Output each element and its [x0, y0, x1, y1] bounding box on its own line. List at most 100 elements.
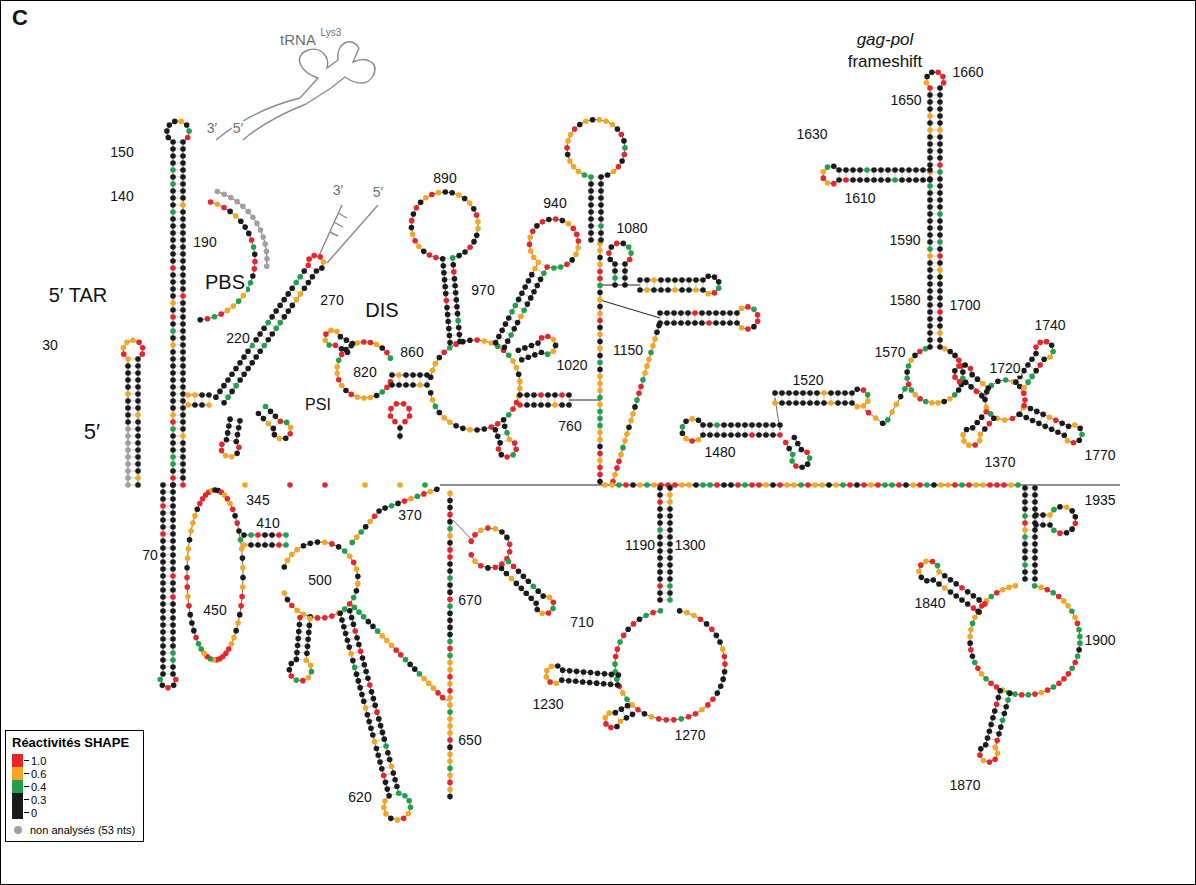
nucleotide-dot — [170, 307, 176, 313]
nucleotide-dot — [170, 265, 176, 271]
nucleotide-dot — [170, 461, 176, 467]
nucleotide-dot — [125, 468, 131, 474]
nucleotide-dot — [170, 398, 176, 404]
nucleotide-dot — [180, 279, 186, 285]
nucleotide-dot — [135, 363, 141, 369]
nucleotide-dot — [170, 475, 176, 481]
nucleotide-dot — [170, 433, 176, 439]
nucleotide-dot — [170, 244, 176, 250]
nucleotide-dot — [180, 237, 186, 243]
nucleotide-dot — [180, 412, 186, 418]
nucleotide-dot — [180, 244, 186, 250]
nucleotide-dot — [180, 335, 186, 341]
nucleotide-dot — [170, 223, 176, 229]
backbone-line — [963, 380, 985, 395]
nucleotide-dot — [135, 419, 141, 425]
backbone-line — [885, 385, 907, 425]
nucleotide-dot — [180, 265, 186, 271]
nucleotide-dot — [125, 447, 131, 453]
nucleotide-dot — [125, 377, 131, 383]
nucleotide-dot — [135, 433, 141, 439]
nucleotide-dot — [170, 384, 176, 390]
nucleotide-dot — [170, 356, 176, 362]
nucleotide-dot — [135, 384, 141, 390]
nucleotide-dot — [180, 384, 186, 390]
nucleotide-dot — [170, 272, 176, 278]
nucleotide-dots — [121, 69, 1085, 822]
nucleotide-dot — [135, 482, 141, 488]
nucleotide-dot — [180, 342, 186, 348]
nucleotide-dot — [125, 461, 131, 467]
nucleotide-dot — [170, 468, 176, 474]
nucleotide-dot — [125, 440, 131, 446]
nucleotide-dot — [180, 230, 186, 236]
nucleotide-dot — [180, 272, 186, 278]
nucleotide-dot — [170, 300, 176, 306]
nucleotide-dot — [170, 258, 176, 264]
nucleotide-dot — [125, 405, 131, 411]
nucleotide-dot — [180, 293, 186, 299]
nucleotide-dot — [180, 482, 186, 488]
nucleotide-dot — [180, 300, 186, 306]
nucleotide-dot — [170, 286, 176, 292]
nucleotide-dot — [135, 440, 141, 446]
backbone-line — [600, 285, 640, 286]
nucleotide-dot — [125, 391, 131, 397]
nucleotide-dot — [130, 337, 136, 343]
nucleotide-dot — [135, 454, 141, 460]
nucleotide-dot — [180, 475, 186, 481]
nucleotide-dot — [180, 363, 186, 369]
nucleotide-dot — [180, 461, 186, 467]
nucleotide-dot — [180, 307, 186, 313]
nucleotide-dot — [180, 398, 186, 404]
nucleotide-dot — [135, 398, 141, 404]
backbone-line — [600, 300, 660, 318]
nucleotide-dot — [170, 440, 176, 446]
nucleotide-dot — [125, 370, 131, 376]
nucleotide-dot — [170, 293, 176, 299]
nucleotide-dot — [170, 321, 176, 327]
nucleotide-dot — [180, 447, 186, 453]
nucleotide-dot — [125, 482, 131, 488]
nucleotide-dot — [170, 363, 176, 369]
nucleotide-dot — [125, 454, 131, 460]
nucleotide-dot — [180, 314, 186, 320]
nucleotide-dot — [135, 475, 141, 481]
nucleotide-dot — [135, 377, 141, 383]
nucleotide-dot — [170, 237, 176, 243]
nucleotide-dot — [170, 349, 176, 355]
nucleotide-dot — [180, 419, 186, 425]
nucleotide-dot — [121, 345, 127, 351]
nucleotide-dot — [125, 419, 131, 425]
nucleotide-dot — [125, 433, 131, 439]
nucleotide-dot — [125, 398, 131, 404]
nucleotide-dot — [170, 426, 176, 432]
nucleotide-dot — [180, 391, 186, 397]
nucleotide-dot — [170, 251, 176, 257]
nucleotide-dot — [180, 328, 186, 334]
nucleotide-dot — [135, 391, 141, 397]
nucleotide-dot — [135, 426, 141, 432]
trna-outline — [216, 42, 378, 263]
nucleotide-dot — [180, 377, 186, 383]
nucleotide-dot — [125, 475, 131, 481]
backbone-line — [352, 605, 445, 700]
nucleotide-dot — [180, 426, 186, 432]
nucleotide-dot — [136, 340, 142, 346]
nucleotide-dot — [180, 286, 186, 292]
nucleotide-dot — [180, 433, 186, 439]
nucleotide-dot — [180, 405, 186, 411]
nucleotide-dot — [170, 279, 176, 285]
nucleotide-dot — [125, 356, 131, 362]
nucleotide-dot — [170, 482, 176, 488]
nucleotide-dot — [170, 335, 176, 341]
nucleotide-dot — [139, 351, 145, 357]
backbone-line — [453, 520, 472, 540]
nucleotide-dot — [124, 340, 130, 346]
nucleotide-dot — [170, 405, 176, 411]
nucleotide-dot — [140, 345, 146, 351]
nucleotide-dot — [125, 412, 131, 418]
nucleotide-dot — [170, 391, 176, 397]
